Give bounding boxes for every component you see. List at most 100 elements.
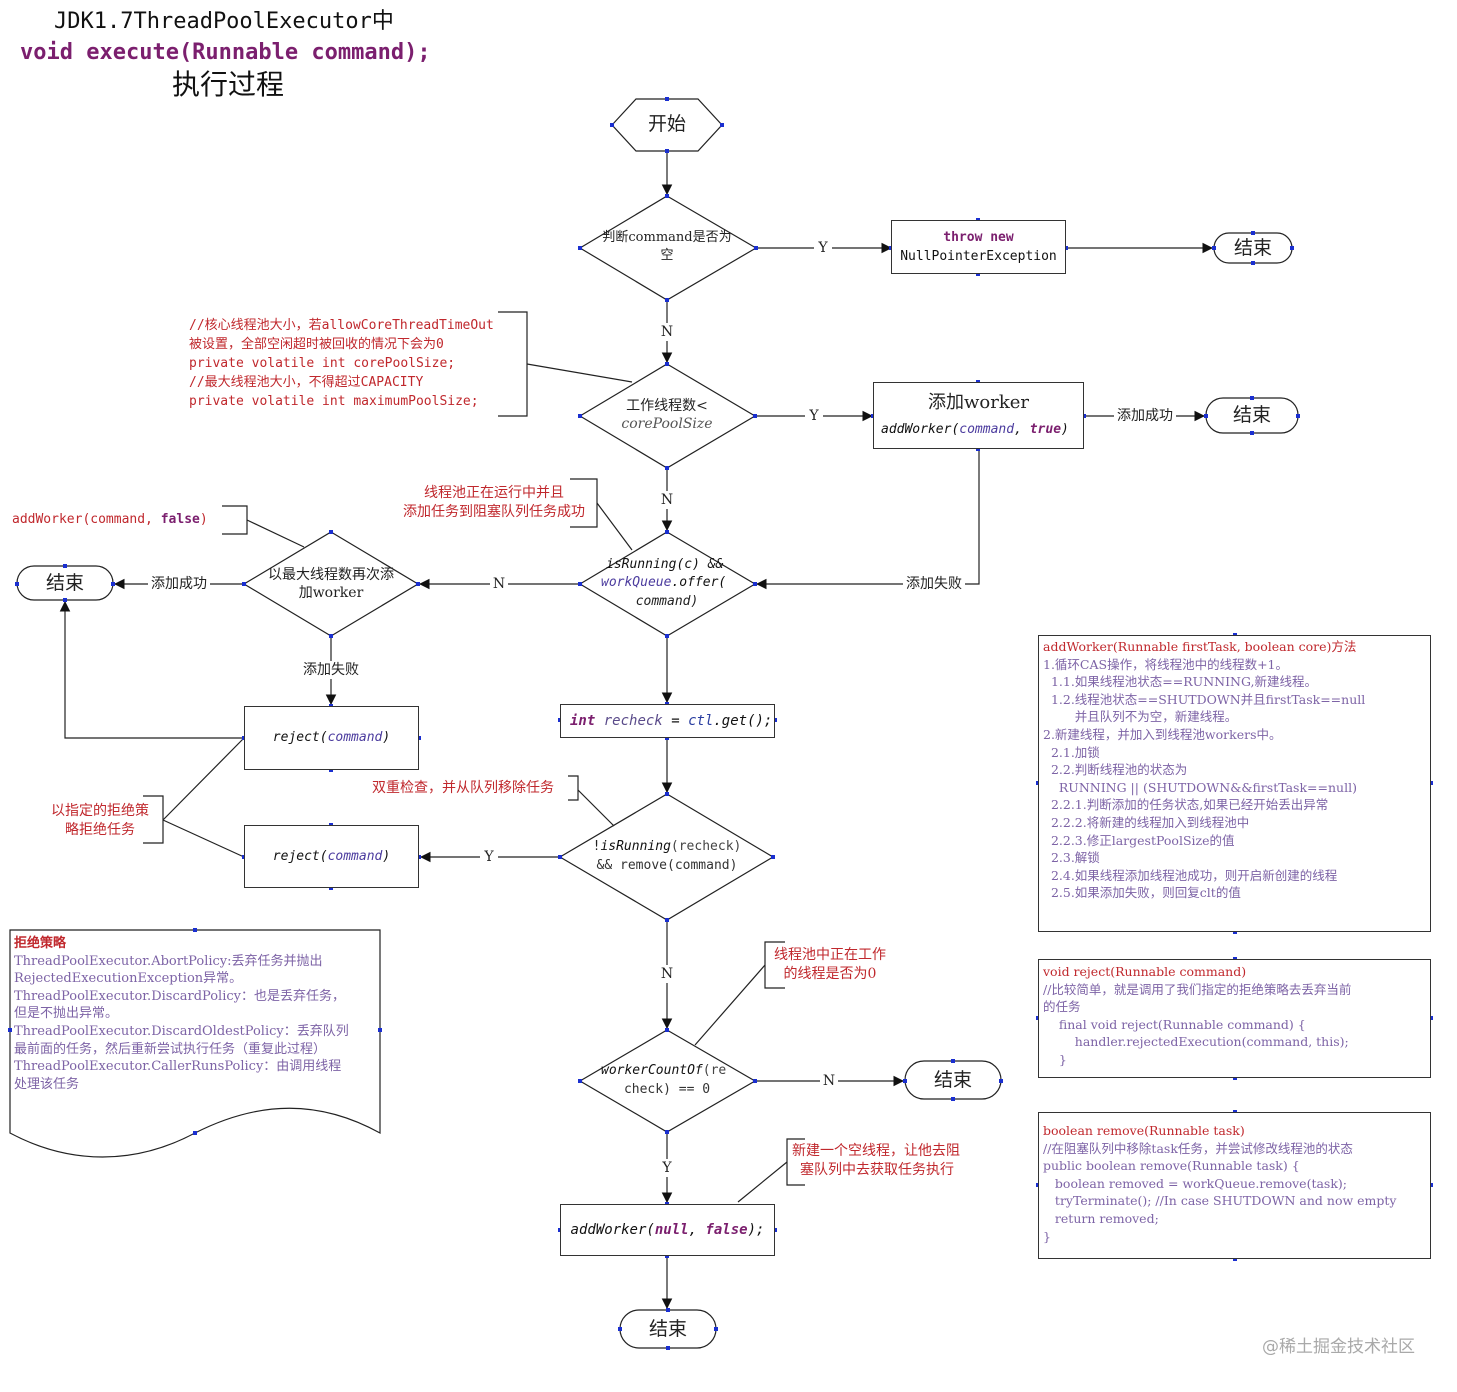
connection-handle — [15, 582, 19, 586]
core-comment: //核心线程池大小，若allowCoreThreadTimeOut 被设置，全部… — [189, 316, 494, 411]
throw-class: NullPointerException — [900, 249, 1057, 264]
policy-doc-line-6: 最前面的任务，然后重新尝试执行任务（重复此过程） — [14, 1041, 327, 1057]
connection-handle — [666, 1346, 670, 1350]
connection-handle — [665, 530, 669, 534]
connection-handle — [754, 246, 758, 250]
working-comment: 线程池中正在工作 的线程是否为0 — [768, 946, 892, 984]
add-false-comment-kw: false — [160, 512, 200, 527]
connection-handle — [378, 1028, 382, 1032]
connection-handle — [951, 1059, 955, 1063]
connection-handle — [665, 97, 669, 101]
connection-handle — [329, 634, 333, 638]
reject-doc-line-3: final void reject(Runnable command) { — [1043, 1016, 1306, 1032]
add-worker-call: addWorker(command, true) — [881, 422, 1069, 437]
recheck-var: recheck — [603, 713, 663, 729]
connection-handle — [999, 1079, 1003, 1083]
reject-doc-line-5: } — [1043, 1051, 1067, 1067]
policy-doc-line-7: ThreadPoolExecutor.CallerRunsPolicy：由调用线… — [14, 1059, 342, 1075]
connection-handle — [193, 928, 197, 932]
core-comment-line-2: 被设置，全部空闲超时被回收的情况下会为0 — [189, 337, 444, 352]
add-worker-doc-line-6: 2.1.加锁 — [1043, 744, 1100, 760]
add-worker-doc-line-9: 2.2.1.判断添加的任务状态,如果已经开始丢出异常 — [1043, 797, 1329, 813]
connection-handle — [665, 194, 669, 198]
reject-box-1[interactable]: reject(command) — [244, 706, 419, 770]
recheck-code: int recheck = ctl.get(); — [570, 713, 773, 729]
connection-handle — [193, 1131, 197, 1135]
add-false-comment: addWorker(command, false) — [12, 511, 208, 529]
connection-handle — [773, 718, 777, 722]
not-sign: ! — [592, 839, 601, 854]
connection-handle — [714, 1327, 718, 1331]
recheck-box[interactable]: int recheck = ctl.get(); — [560, 704, 775, 738]
add-worker-null-call: addWorker(null, false); — [570, 1222, 765, 1238]
policy-doc-line-1: ThreadPoolExecutor.AbortPolicy:丢弃任务并抛出 — [14, 953, 323, 969]
null-check-label: 判断command是否为空 — [602, 230, 732, 263]
edge-label-success1: 添加成功 — [1114, 407, 1176, 425]
end-label-2: 结束 — [1232, 404, 1271, 426]
add-worker-null-box[interactable]: addWorker(null, false); — [560, 1204, 775, 1256]
add-worker-true: true — [1029, 422, 1062, 437]
connection-handle — [665, 149, 669, 153]
policy-doc-line-3: ThreadPoolExecutor.DiscardPolicy：也是丢弃任务， — [14, 988, 345, 1004]
connection-handle — [1233, 1257, 1237, 1261]
reject-doc: void reject(Runnable command) //比较简单，就是调… — [1043, 963, 1351, 1069]
policy-doc-line-8: 处理该任务 — [14, 1076, 80, 1092]
core-comment-line-4: //最大线程池大小，不得超过CAPACITY — [189, 375, 424, 390]
connection-handle — [417, 855, 421, 859]
connection-handle — [1296, 414, 1300, 418]
connection-handle — [578, 582, 582, 586]
new-thread-comment-line-1: 新建一个空线程，让他去阻 — [792, 1143, 960, 1159]
remove-doc-title: boolean remove(Runnable task) — [1043, 1123, 1245, 1138]
policy-doc-line-4: 但是不抛出异常。 — [14, 1006, 119, 1022]
remove-doc-line-4: tryTerminate(); //In case SHUTDOWN and n… — [1043, 1193, 1397, 1209]
running-offer-line-1: isRunning(c) && — [606, 556, 723, 574]
add-null-false: false — [705, 1222, 748, 1238]
edge-label-fail2: 添加失败 — [300, 661, 362, 679]
connection-handle — [665, 792, 669, 796]
double-comment: 双重检查，并从队列移除任务 — [372, 780, 554, 796]
running-comment: 线程池正在运行中并且 添加任务到阻塞队列任务成功 — [392, 484, 596, 522]
reject-fn-2: reject — [272, 849, 320, 864]
connection-handle — [665, 1254, 669, 1258]
connection-handle — [329, 768, 333, 772]
reject-fn-1: reject — [272, 730, 320, 745]
connection-handle — [1290, 246, 1294, 250]
running-offer-line-2: workQueue.offer( — [601, 574, 726, 592]
reject-box-2[interactable]: reject(command) — [244, 825, 419, 888]
add-worker-doc-line-5: 2.新建线程，并加入到线程池workers中。 — [1043, 726, 1282, 742]
connection-handle — [329, 886, 333, 890]
work-queue-var: workQueue — [601, 575, 672, 590]
new-thread-comment: 新建一个空线程，让他去阻 塞队列中去获取任务执行 — [792, 1142, 960, 1180]
add-worker-doc: addWorker(Runnable firstTask, boolean co… — [1043, 638, 1365, 902]
connection-handle — [665, 298, 669, 302]
connection-handle — [1212, 246, 1216, 250]
connection-handle — [1251, 231, 1255, 235]
watermark: @稀土掘金技术社区 — [1262, 1337, 1415, 1357]
policy-doc-title: 拒绝策略 — [14, 936, 67, 951]
is-running-args: (c) && — [676, 557, 724, 572]
add-worker-doc-line-1: 1.循环CAS操作，将线程池中的线程数+1。 — [1043, 656, 1289, 672]
connection-handle — [1233, 1076, 1237, 1080]
add-worker-arg: command — [959, 422, 1015, 437]
add-worker-box[interactable]: 添加worker addWorker(command, true) — [873, 382, 1084, 449]
running-offer-line-3: command) — [635, 594, 699, 609]
end-label-5: 结束 — [648, 1318, 687, 1340]
edge-label-y1: Y — [814, 239, 832, 257]
add-worker-doc-line-11: 2.2.3.修正largestPoolSize的值 — [1043, 832, 1235, 848]
connection-handle — [753, 414, 757, 418]
policy-doc: 拒绝策略 ThreadPoolExecutor.AbortPolicy:丢弃任务… — [14, 935, 349, 1093]
remove-doc-line-3: boolean removed = workQueue.remove(task)… — [1043, 1175, 1348, 1191]
connection-handle — [8, 1028, 12, 1032]
throw-exception-box[interactable]: throw new NullPointerException — [891, 220, 1066, 274]
add-worker-doc-line-13: 2.4.如果线程添加线程池成功，则开启新创建的线程 — [1043, 867, 1338, 883]
worker-count-fn: workerCountOf — [601, 1063, 703, 1078]
connection-handle — [417, 736, 421, 740]
throw-keyword: throw new — [943, 230, 1014, 245]
connection-handle — [416, 582, 420, 586]
start-label: 开始 — [647, 113, 686, 135]
add-false-comment-a: addWorker(command, — [12, 512, 161, 527]
remove-doc-line-1: //在阻塞队列中移除task任务，并尝试修改线程池的状态 — [1043, 1140, 1353, 1156]
add-null-fn: addWorker — [570, 1222, 647, 1238]
double-recheck-arg: (recheck) — [670, 839, 742, 854]
